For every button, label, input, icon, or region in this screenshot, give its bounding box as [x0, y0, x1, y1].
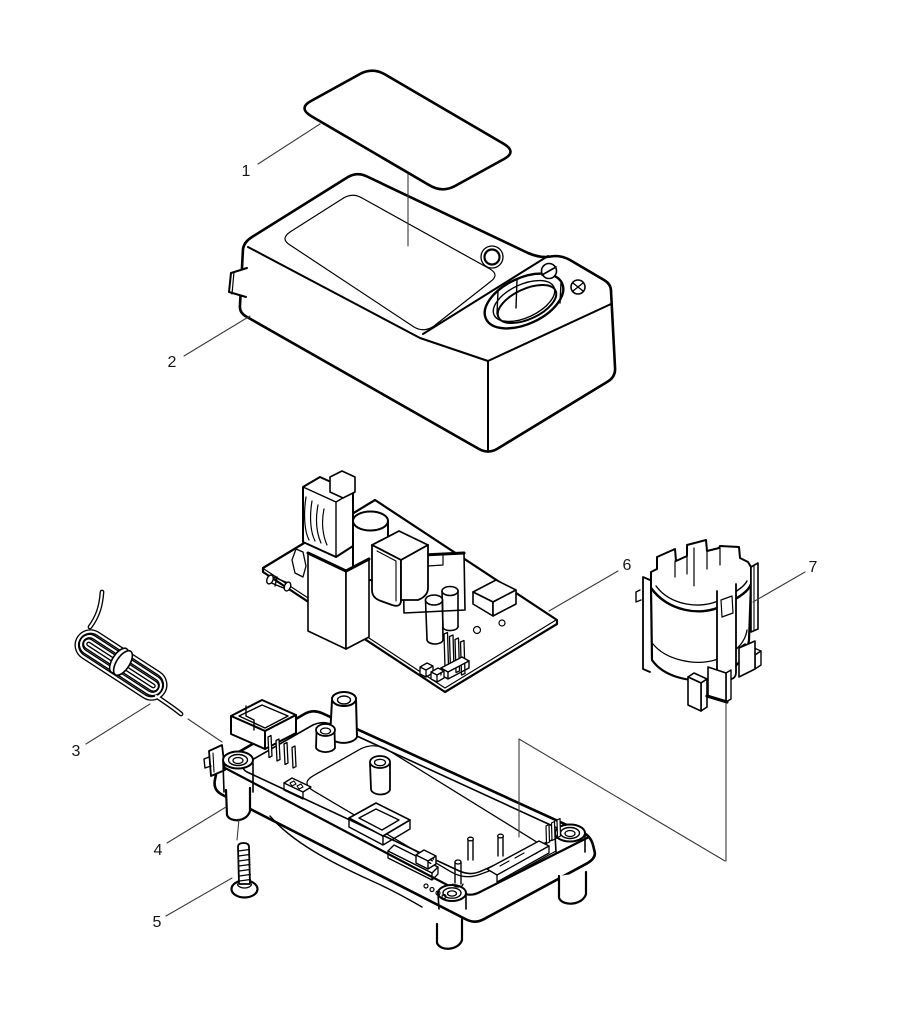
leader-2 [183, 315, 251, 357]
part-base-housing [203, 691, 597, 950]
cord-alignment-line [187, 718, 223, 743]
body-band [652, 629, 748, 663]
leader-4 [166, 806, 227, 844]
front-tongue [716, 583, 737, 681]
left-flange [635, 576, 651, 673]
heatsink-left [306, 551, 371, 650]
cord-exit-tab [228, 267, 248, 298]
small-cubes [419, 662, 445, 683]
post-boss-small [315, 723, 336, 754]
guide-pins [452, 833, 504, 888]
bobbin [329, 470, 356, 499]
board-hole [498, 619, 506, 627]
part-terminal-holder [635, 539, 762, 712]
screw-threads [237, 848, 252, 882]
leader-7 [752, 571, 806, 603]
cord-wrap-band [108, 647, 134, 677]
screw-symbol-cross [570, 279, 586, 295]
film-capacitor [371, 530, 429, 607]
battery-socket [483, 272, 565, 330]
callout-2: 2 [168, 354, 177, 371]
bottom-tabs [687, 640, 762, 712]
cord-anchor [230, 699, 297, 750]
callout-5: 5 [153, 914, 162, 931]
holder-alignment-diagonal [518, 738, 726, 862]
callouts: 1 2 3 4 5 6 7 [72, 163, 818, 931]
small-block [415, 849, 437, 870]
screw-boss-front [437, 884, 467, 910]
front-wall-step [269, 815, 423, 908]
housing-outline [238, 172, 617, 453]
screw-alignment-line [236, 818, 240, 841]
right-flange [750, 562, 759, 633]
vent-dots [423, 883, 447, 900]
housing-edges [247, 246, 612, 453]
small-capacitors [424, 585, 459, 645]
leader-3 [85, 703, 151, 745]
part-housing-cover [228, 172, 617, 453]
callout-1: 1 [242, 163, 251, 180]
assembly-lines [85, 123, 806, 917]
leader-1 [257, 123, 321, 165]
part-label-plate [303, 69, 512, 191]
part-circuit-board [261, 470, 559, 694]
right-rib-slots [545, 817, 562, 845]
screw-shaft [237, 842, 251, 885]
contact-slot-plate [486, 840, 557, 883]
pin-header [440, 631, 470, 680]
screw-symbol-slotted [540, 262, 558, 280]
wire-clamp [291, 548, 307, 578]
post-boss-center [369, 755, 391, 796]
rubber-feet [224, 786, 588, 950]
screw-boss-left [222, 750, 254, 793]
callout-3: 3 [72, 743, 81, 760]
fuse [266, 574, 292, 592]
terminal-block-boss [283, 777, 312, 800]
cord-tail-top [87, 589, 105, 630]
part-power-cord [74, 589, 184, 717]
side-clip [203, 744, 226, 777]
relay [472, 579, 517, 617]
board-hole [472, 625, 482, 635]
housing-top-recess [284, 194, 496, 331]
anchor-rib-slots [267, 734, 297, 769]
leader-5 [165, 877, 233, 917]
callout-6: 6 [623, 557, 632, 574]
leader-6 [548, 570, 619, 612]
led-indicator [480, 245, 504, 269]
callout-4: 4 [154, 842, 163, 859]
callout-7: 7 [809, 559, 818, 576]
part-screw [230, 842, 259, 899]
u-shaped-wall [348, 802, 411, 846]
transformer [302, 470, 356, 558]
